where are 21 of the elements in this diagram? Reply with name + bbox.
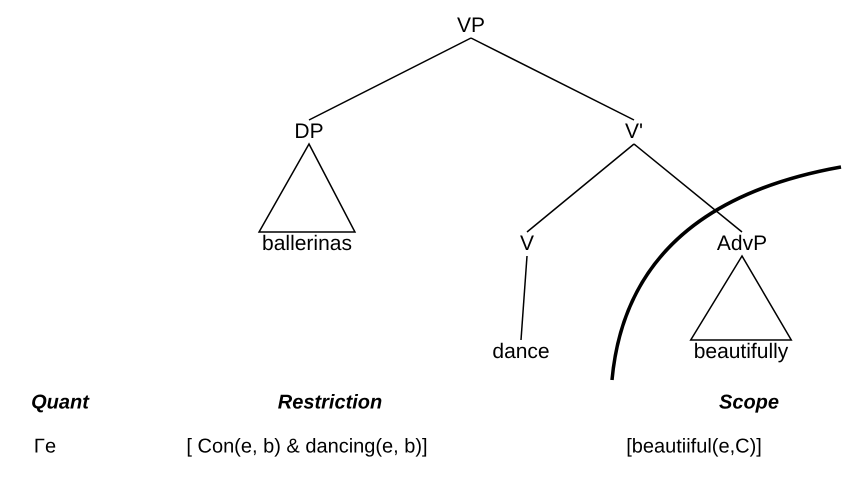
tree-branch	[308, 37, 472, 121]
formula-text: [ Con(e, b) & dancing(e, b)]	[186, 436, 428, 458]
tree-node-label: ballerinas	[261, 232, 353, 256]
tree-branch	[634, 143, 742, 233]
tree-node-label: AdvP	[716, 232, 768, 256]
tree-triangle	[258, 142, 356, 233]
column-heading: Restriction	[278, 392, 382, 414]
formula-text: Γe	[34, 436, 56, 458]
tree-branch	[526, 143, 634, 233]
tree-node-label: V	[519, 232, 535, 256]
column-heading: Quant	[31, 392, 89, 414]
formula-text: [beautiiful(e,C)]	[626, 436, 762, 458]
tree-node-label: VP	[456, 14, 486, 38]
tree-node-label: beautifully	[692, 340, 790, 364]
tree-branch	[470, 37, 634, 121]
tree-branch	[520, 256, 528, 340]
tree-triangle	[689, 254, 793, 341]
tree-node-label: DP	[293, 120, 325, 144]
tree-node-label: V'	[624, 120, 644, 144]
column-heading: Scope	[718, 392, 780, 414]
tree-node-label: dance	[491, 340, 551, 364]
